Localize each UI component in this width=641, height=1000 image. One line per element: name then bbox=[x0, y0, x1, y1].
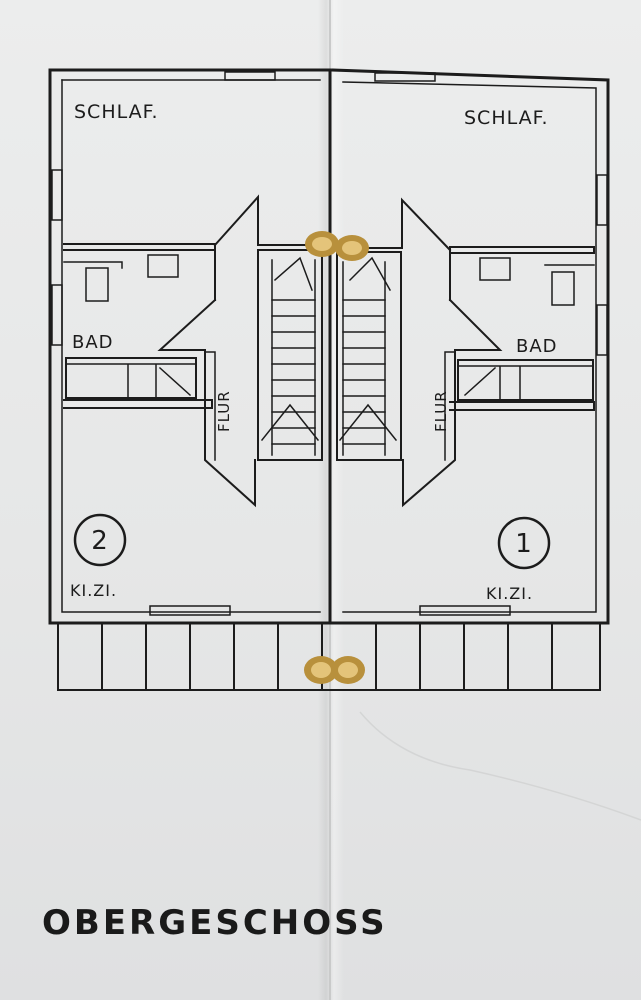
left-bath-tub bbox=[65, 357, 197, 399]
balcony-strip bbox=[57, 624, 601, 691]
window-left-bath bbox=[51, 284, 63, 346]
left-staircase bbox=[257, 249, 323, 461]
window-top-right bbox=[374, 72, 436, 82]
left-bath-label: BAD bbox=[72, 332, 114, 353]
window-bottom-left bbox=[149, 605, 231, 616]
right-bath-tub bbox=[457, 359, 594, 401]
unit-circle-left bbox=[73, 513, 127, 567]
left-hall-label: FLUR bbox=[215, 390, 233, 432]
left-unit-outer-wall bbox=[48, 68, 332, 625]
left-bath-toilet bbox=[85, 267, 109, 302]
right-unit-outer-wall bbox=[331, 68, 610, 625]
paper-wrinkle bbox=[359, 711, 641, 821]
left-childroom-label: KI.ZI. bbox=[70, 581, 117, 600]
punch-holes bbox=[304, 231, 369, 684]
left-bedroom-label: SCHLAF. bbox=[74, 101, 159, 123]
right-bath-sink bbox=[479, 257, 511, 281]
right-bedroom-label: SCHLAF. bbox=[464, 107, 549, 129]
left-unit bbox=[48, 68, 332, 625]
window-top-left bbox=[224, 71, 276, 81]
floor-title: OBERGESCHOSS bbox=[42, 903, 388, 943]
right-bath-label: BAD bbox=[516, 336, 558, 357]
right-childroom-label: KI.ZI. bbox=[486, 584, 533, 603]
window-bottom-right bbox=[419, 605, 511, 616]
right-unit-number: 1 bbox=[515, 529, 533, 559]
window-left-side bbox=[51, 169, 63, 221]
right-unit bbox=[331, 68, 610, 625]
right-bath-toilet bbox=[551, 271, 575, 306]
left-bath-sink bbox=[147, 254, 179, 278]
right-staircase bbox=[336, 251, 402, 461]
window-right-bath bbox=[596, 304, 608, 356]
left-unit-number: 2 bbox=[91, 526, 109, 556]
window-right-side bbox=[596, 174, 608, 226]
right-hall-label: FLUR bbox=[432, 390, 450, 432]
unit-circle-right bbox=[497, 516, 551, 570]
